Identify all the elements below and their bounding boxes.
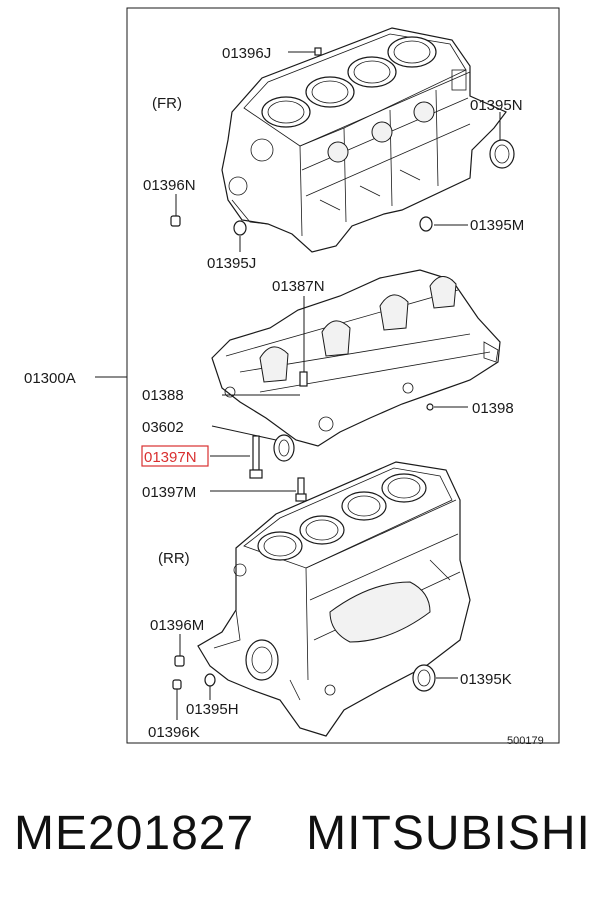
- label-01395H: 01395H: [186, 701, 239, 718]
- label-01397M: 01397M: [142, 484, 196, 501]
- label-01395J: 01395J: [207, 255, 256, 272]
- label-01388: 01388: [142, 387, 184, 404]
- label-03602: 03602: [142, 419, 184, 436]
- label-01398: 01398: [472, 400, 514, 417]
- label-01396J: 01396J: [222, 45, 271, 62]
- label-01395K: 01395K: [460, 671, 512, 688]
- upper-cylinder-block: [221, 27, 507, 253]
- pin-01387N: [299, 371, 308, 387]
- exploded-view-diagram: 01396J (FR) 01395N 01396N 01395M 01395J …: [24, 7, 560, 747]
- part-01398: [426, 403, 434, 411]
- bolt-01397M: [297, 477, 305, 497]
- seal-01395N: [489, 139, 515, 169]
- pin-01396K: [172, 679, 182, 690]
- plug-01395H: [204, 673, 216, 687]
- label-01300A: 01300A: [24, 370, 76, 387]
- lower-cylinder-block: [197, 461, 471, 737]
- label-01397N: 01397N: [144, 449, 197, 466]
- plug-01395J: [233, 220, 247, 236]
- label-01395M: 01395M: [470, 217, 524, 234]
- label-01396M: 01396M: [150, 617, 204, 634]
- plug-01395M: [419, 216, 433, 232]
- brand-name: MITSUBISHI: [306, 807, 591, 860]
- diagram-frame: [126, 7, 560, 744]
- part-01396J: [314, 47, 322, 56]
- label-01396N: 01396N: [143, 177, 196, 194]
- seal-01395K: [412, 664, 436, 692]
- highlight-box-01397N: [141, 445, 209, 467]
- footer-caption: ME201827 MITSUBISHI: [14, 806, 591, 861]
- pin-01396N: [170, 215, 181, 227]
- bearing-bedplate: [211, 269, 501, 447]
- bolt-01397N: [252, 435, 260, 471]
- seal-03602: [273, 434, 295, 462]
- label-01396K: 01396K: [148, 724, 200, 741]
- label-01387N: 01387N: [272, 278, 325, 295]
- label-rear: (RR): [158, 550, 190, 567]
- label-front: (FR): [152, 95, 182, 112]
- diagram-code: 500179: [507, 735, 544, 747]
- pin-01396M: [174, 655, 185, 667]
- label-01395N: 01395N: [470, 97, 523, 114]
- part-number: ME201827: [14, 807, 255, 860]
